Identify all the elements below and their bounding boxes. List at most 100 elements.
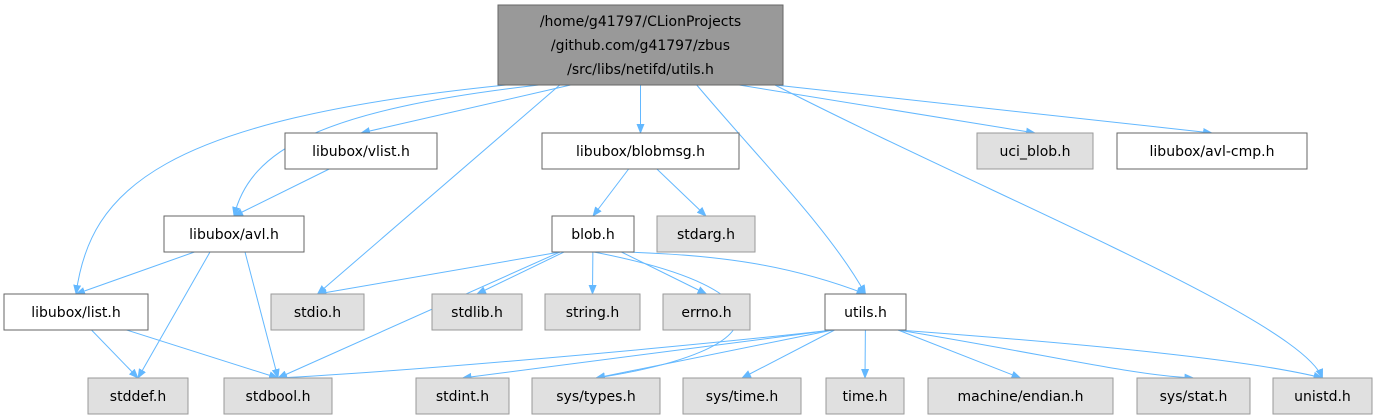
edge-avl-stdbool [244, 251, 280, 379]
node-time: time.h [825, 377, 905, 415]
node-label: libubox/list.h [31, 305, 120, 321]
node-box [825, 377, 905, 415]
edge-blob-stdbool [277, 251, 561, 379]
node-blobmsg[interactable]: libubox/blobmsg.h [541, 132, 740, 170]
node-label: sys/stat.h [1160, 389, 1228, 405]
node-label: stdio.h [294, 305, 341, 321]
node-label: errno.h [681, 305, 731, 321]
node-label: /src/libs/netifd/utils.h [567, 62, 714, 78]
edge-utils-systime [741, 329, 835, 379]
node-box [824, 293, 907, 331]
edge-blob-stdlib [476, 251, 565, 295]
node-label: time.h [843, 389, 888, 405]
node-label: libubox/blobmsg.h [576, 144, 705, 160]
edge-blob-utils [625, 251, 867, 295]
node-box [682, 377, 802, 415]
node-errno: errno.h [662, 293, 751, 331]
edge-root-list [73, 84, 507, 295]
node-systime: sys/time.h [682, 377, 802, 415]
node-box [1116, 132, 1308, 170]
edge-utils-unistd [897, 329, 1324, 380]
node-sysstat: sys/stat.h [1136, 377, 1251, 415]
node-label: machine/endian.h [958, 389, 1084, 405]
edge-avl-list [75, 251, 195, 295]
node-label: stdarg.h [677, 227, 735, 243]
edge-root-uci_blob [739, 84, 1036, 136]
node-label: libubox/vlist.h [312, 144, 410, 160]
node-box [656, 215, 756, 253]
node-label: sys/time.h [706, 389, 779, 405]
node-box [927, 377, 1114, 415]
node-label: stddef.h [110, 389, 166, 405]
node-uci_blob: uci_blob.h [976, 132, 1094, 170]
edge-utils-systypes [595, 329, 834, 381]
node-box [976, 132, 1094, 170]
edge-blob-errno [621, 251, 708, 295]
node-stddef: stddef.h [87, 377, 189, 415]
edge-root-utils [696, 84, 866, 295]
node-label: utils.h [844, 305, 887, 321]
node-stdlib: stdlib.h [431, 293, 523, 331]
edge-vlist-avl [233, 168, 330, 217]
edges-layer [73, 84, 1324, 382]
edge-root-stdio [316, 84, 561, 295]
node-box [270, 293, 365, 331]
node-blob[interactable]: blob.h [551, 215, 635, 253]
edge-list-stdbool [126, 329, 279, 380]
node-box [415, 377, 510, 415]
node-box [3, 293, 149, 331]
node-box [531, 377, 661, 415]
node-endian: machine/endian.h [927, 377, 1114, 415]
node-stdarg: stdarg.h [656, 215, 756, 253]
edge-root-unistd [774, 84, 1323, 379]
node-box [497, 4, 784, 86]
node-box [1136, 377, 1251, 415]
edge-blobmsg-stdarg [656, 168, 707, 217]
node-label: sys/types.h [556, 389, 635, 405]
edge-root-avlcmp [774, 84, 1213, 136]
node-stdint: stdint.h [415, 377, 510, 415]
edge-utils-stdbool [277, 329, 834, 382]
node-label: libubox/avl.h [189, 227, 279, 243]
node-box [431, 293, 523, 331]
edge-list-stddef [91, 329, 139, 379]
node-box [662, 293, 751, 331]
edge-blob-stdio [316, 251, 561, 297]
node-label: blob.h [571, 227, 615, 243]
edge-avl-stddef [137, 251, 211, 379]
node-utils[interactable]: utils.h [824, 293, 907, 331]
nodes-layer: /home/g41797/CLionProjects/github.com/g4… [3, 4, 1373, 415]
node-unistd: unistd.h [1272, 377, 1373, 415]
edge-utils-endian [897, 329, 1022, 379]
node-label: stdlib.h [451, 305, 503, 321]
node-box [223, 377, 333, 415]
node-stdbool: stdbool.h [223, 377, 333, 415]
node-label: /github.com/g41797/zbus [551, 38, 730, 54]
node-label: stdbool.h [246, 389, 311, 405]
edge-blobmsg-blob [592, 168, 630, 217]
edge-root-vlist [360, 84, 571, 135]
node-label: uci_blob.h [999, 144, 1070, 160]
node-vlist[interactable]: libubox/vlist.h [284, 132, 438, 170]
node-label: unistd.h [1294, 389, 1351, 405]
node-root[interactable]: /home/g41797/CLionProjects/github.com/g4… [497, 4, 784, 86]
node-box [551, 215, 635, 253]
node-list[interactable]: libubox/list.h [3, 293, 149, 331]
node-box [541, 132, 740, 170]
node-box [1272, 377, 1373, 415]
node-label: /home/g41797/CLionProjects [540, 14, 741, 30]
node-box [284, 132, 438, 170]
node-box [87, 377, 189, 415]
node-avl[interactable]: libubox/avl.h [163, 215, 305, 253]
node-string: string.h [544, 293, 641, 331]
node-systypes: sys/types.h [531, 377, 661, 415]
node-avlcmp[interactable]: libubox/avl-cmp.h [1116, 132, 1308, 170]
node-box [163, 215, 305, 253]
node-stdio: stdio.h [270, 293, 365, 331]
edge-utils-stdint [461, 329, 834, 381]
node-label: stdint.h [436, 389, 489, 405]
node-box [544, 293, 641, 331]
node-label: libubox/avl-cmp.h [1150, 144, 1275, 160]
edge-utils-sysstat [897, 329, 1195, 382]
